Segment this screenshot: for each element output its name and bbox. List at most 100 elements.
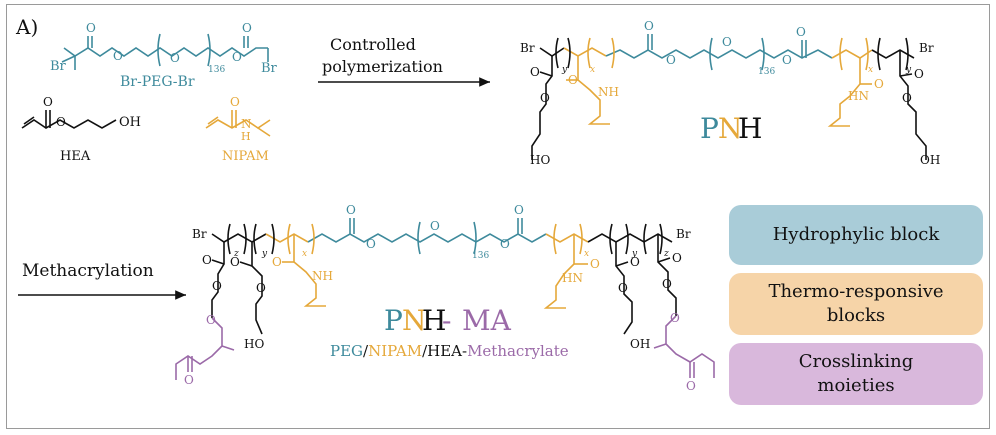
svg-text:O: O — [206, 313, 216, 327]
legend-thermo-line2: blocks — [826, 305, 886, 326]
svg-text:NH: NH — [312, 269, 333, 283]
svg-text:z: z — [663, 249, 669, 259]
legend-hydrophylic-block: Hydrophylic block — [729, 205, 983, 265]
product2-subtitle: PEG/NIPAM/HEA-Methacrylate — [330, 342, 569, 360]
svg-text:Br: Br — [676, 227, 691, 241]
svg-text:O: O — [590, 257, 600, 271]
svg-text:O: O — [230, 95, 240, 109]
svg-text:O: O — [242, 21, 252, 35]
svg-text:O: O — [670, 311, 680, 325]
initiator-br-right: Br — [261, 61, 278, 76]
step2-label: Methacrylation — [22, 261, 154, 281]
svg-text:O: O — [568, 73, 578, 87]
legend-crosslink-line1: Crosslinking — [798, 351, 914, 372]
svg-text:y: y — [631, 249, 638, 259]
svg-text:y: y — [905, 65, 912, 75]
svg-text:O: O — [184, 373, 194, 387]
svg-text:O: O — [514, 203, 524, 217]
svg-text:HO: HO — [530, 153, 550, 167]
svg-text:O: O — [212, 279, 222, 293]
product2-name: P N H - MA — [384, 304, 512, 337]
svg-text:O: O — [666, 53, 676, 67]
svg-text:N: N — [718, 112, 743, 145]
product2-backbone — [175, 218, 715, 380]
svg-text:OH: OH — [630, 337, 650, 351]
step1-line2: polymerization — [322, 57, 443, 76]
svg-text:MA: MA — [462, 304, 512, 337]
svg-text:O: O — [202, 253, 212, 267]
svg-text:O: O — [722, 35, 732, 49]
svg-text:O: O — [430, 219, 440, 233]
svg-text:x: x — [584, 249, 589, 259]
svg-text:O: O — [232, 50, 242, 64]
svg-text:H: H — [738, 112, 762, 145]
svg-text:-: - — [442, 304, 451, 337]
svg-text:y: y — [261, 249, 268, 259]
svg-text:136: 136 — [472, 251, 489, 261]
svg-text:HN: HN — [848, 89, 869, 103]
svg-text:x: x — [302, 249, 307, 259]
svg-text:Br: Br — [192, 227, 207, 241]
product1-atoms: Br Br x x y y O O O O O 136 O O O NH O H… — [520, 19, 940, 167]
legend-hydrophylic-label: Hydrophylic block — [772, 224, 940, 245]
svg-text:OH: OH — [920, 153, 940, 167]
svg-text:136: 136 — [758, 67, 775, 77]
svg-text:O: O — [170, 51, 180, 65]
svg-text:O: O — [530, 65, 540, 79]
svg-text:O: O — [782, 53, 792, 67]
svg-text:O: O — [366, 237, 376, 251]
svg-text:O: O — [113, 49, 123, 63]
legend-crosslink-line2: moieties — [817, 375, 895, 396]
hea-oh: OH — [119, 115, 141, 130]
step1-line1: Controlled — [330, 35, 416, 54]
svg-text:x: x — [868, 65, 873, 75]
panel-label: A) — [15, 15, 38, 39]
svg-text:Br: Br — [520, 41, 535, 55]
svg-text:O: O — [540, 91, 550, 105]
svg-text:x: x — [590, 65, 595, 75]
nipam-h: H — [241, 130, 251, 143]
svg-text:O: O — [914, 67, 924, 81]
svg-text:O: O — [672, 251, 682, 265]
svg-text:NH: NH — [598, 85, 619, 99]
svg-text:P: P — [384, 304, 403, 337]
legend-thermo-line1: Thermo-responsive — [768, 281, 944, 302]
nipam-n: N — [241, 117, 252, 131]
svg-text:P: P — [700, 112, 719, 145]
nipam-label: NIPAM — [222, 149, 269, 164]
svg-text:H: H — [422, 304, 446, 337]
svg-text:O: O — [902, 91, 912, 105]
svg-text:O: O — [43, 95, 53, 109]
svg-text:z: z — [233, 249, 239, 259]
svg-text:y: y — [561, 65, 568, 75]
svg-text:PEG/NIPAM/HEA-Methacrylate: PEG/NIPAM/HEA-Methacrylate — [330, 342, 569, 360]
svg-text:O: O — [272, 255, 282, 269]
svg-text:N: N — [402, 304, 427, 337]
svg-text:O: O — [618, 281, 628, 295]
svg-text:O: O — [56, 115, 66, 129]
svg-text:O: O — [86, 21, 96, 35]
svg-text:O: O — [630, 255, 640, 269]
svg-text:O: O — [796, 25, 806, 39]
initiator-structure — [61, 33, 269, 70]
svg-text:HO: HO — [244, 337, 264, 351]
initiator-atoms: O O O O O 136 — [86, 21, 252, 75]
peg-repeat-index: 136 — [208, 65, 225, 75]
svg-text:HN: HN — [562, 271, 583, 285]
svg-text:O: O — [874, 77, 884, 91]
svg-text:O: O — [686, 379, 696, 393]
svg-text:O: O — [256, 281, 266, 295]
legend-crosslinking-moieties: Crosslinking moieties — [729, 343, 983, 405]
initiator-label: Br-PEG-Br — [120, 74, 195, 90]
product2-atoms: Br Br z y x x y z O O O O O 136 O O O O … — [184, 203, 696, 393]
nipam-structure — [205, 110, 271, 137]
hea-label: HEA — [60, 149, 91, 164]
svg-text:O: O — [346, 203, 356, 217]
initiator-br-left: Br — [50, 59, 67, 74]
svg-text:O: O — [500, 237, 510, 251]
product1-name: P N H — [700, 112, 762, 145]
svg-text:O: O — [230, 255, 240, 269]
legend-thermo-responsive-blocks: Thermo-responsive blocks — [729, 273, 983, 335]
svg-text:O: O — [644, 19, 654, 33]
